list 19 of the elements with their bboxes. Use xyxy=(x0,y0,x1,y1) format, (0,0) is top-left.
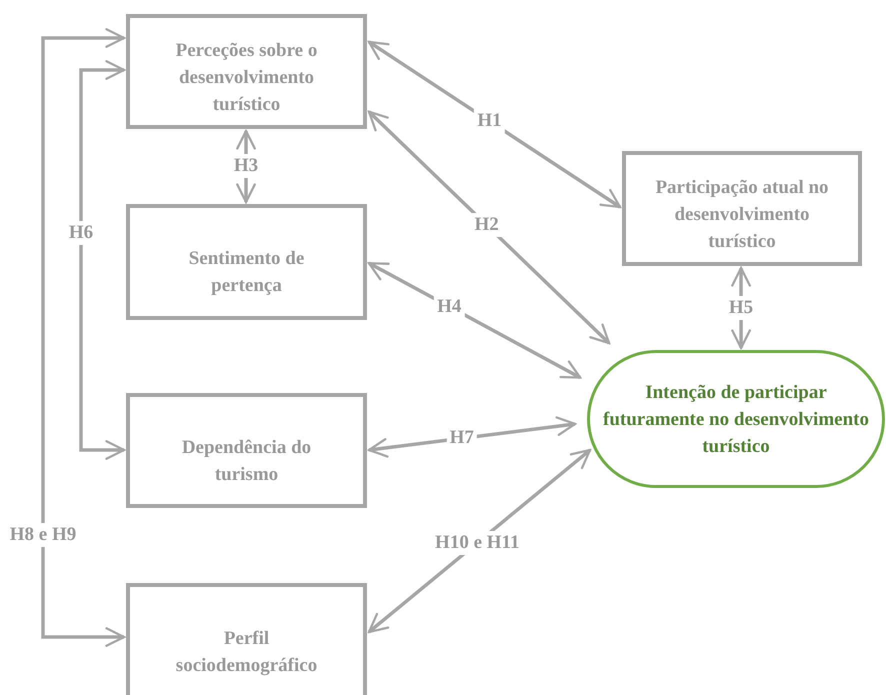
double-headed-arrow xyxy=(368,40,622,208)
edge-label: H2 xyxy=(471,213,502,238)
concept-box xyxy=(126,14,367,129)
box-text: Perceções sobre o desenvolvimento turístico xyxy=(174,39,318,117)
double-headed-arrow xyxy=(368,110,610,344)
concept-box xyxy=(126,583,367,695)
box-text: Intenção de participar futuramente no desenvolvimento turístico xyxy=(602,380,870,458)
edge-label: H4 xyxy=(434,294,464,319)
box-text: Participação atual no desenvolvimento turístico xyxy=(654,176,830,254)
double-headed-arrow xyxy=(41,28,126,647)
concept-box xyxy=(126,393,367,508)
double-headed-arrow xyxy=(79,60,126,460)
edge-label: H1 xyxy=(474,109,505,134)
concept-box xyxy=(126,204,367,320)
box-text: Perfil sociodemográfico xyxy=(174,627,318,678)
double-headed-arrow xyxy=(368,448,592,634)
concept-box xyxy=(622,151,862,266)
box-text: Dependência do turismo xyxy=(180,436,312,486)
box-text: Sentimento de pertença xyxy=(188,247,306,298)
